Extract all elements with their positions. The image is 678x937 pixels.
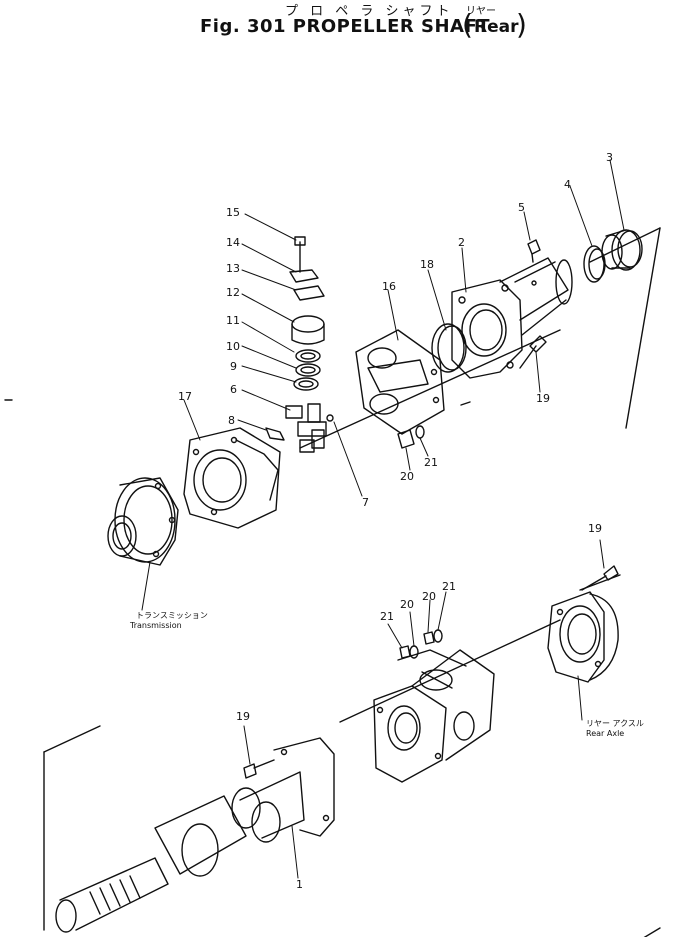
paren-left: ( [462, 8, 473, 41]
callout-20-lower-b: 20 [422, 590, 436, 603]
part-16-flange-yoke [355, 329, 445, 435]
bearing-stack-parts-9-15 [289, 236, 325, 391]
part-6-cross-spider [285, 403, 327, 453]
part-5-grease-fitting [527, 239, 541, 263]
callout-10: 10 [226, 340, 240, 353]
part-4-ring [583, 245, 606, 283]
callout-20-upper: 20 [400, 470, 414, 483]
callout-1: 1 [296, 878, 303, 891]
paren-right: ) [516, 8, 527, 41]
callout-14: 14 [226, 236, 240, 249]
callout-19-right: 19 [588, 522, 602, 535]
callout-7: 7 [362, 496, 369, 509]
reference-labels: トランスミッション Transmission リヤー アクスル Rear Axl… [129, 611, 644, 738]
part-20-21-nuts-lower [399, 629, 443, 659]
rear-axle-label: Rear Axle [586, 729, 624, 738]
title-japanese: プ ロ ペ ラ シャフト [285, 4, 454, 19]
part-19-bolt-upper [519, 335, 547, 369]
callout-16: 16 [382, 280, 396, 293]
callout-4: 4 [564, 178, 571, 191]
transmission-label-jp: トランスミッション [136, 611, 208, 620]
callout-3: 3 [606, 151, 613, 164]
callout-numbers: 15 14 13 12 11 10 9 6 8 7 17 16 18 2 5 4… [178, 151, 613, 891]
callout-12: 12 [226, 286, 240, 299]
part-19-bolt-lower-right [581, 565, 619, 591]
part-7-fitting [326, 414, 334, 422]
title-japanese-sub: リヤー [466, 6, 496, 17]
callout-21-lower-b: 21 [442, 580, 456, 593]
callout-9: 9 [230, 360, 237, 373]
callout-13: 13 [226, 262, 240, 275]
figure-subtitle: Rear [474, 17, 519, 37]
transmission-label: Transmission [129, 621, 182, 630]
callout-15: 15 [226, 206, 240, 219]
callout-11: 11 [226, 314, 240, 327]
part-3-seal-ring [601, 229, 643, 271]
callout-18: 18 [420, 258, 434, 271]
callout-19-upper: 19 [536, 392, 550, 405]
part-8-grease-nipple [265, 427, 285, 441]
part-18-cap [431, 323, 467, 373]
callout-5: 5 [518, 201, 525, 214]
splined-propeller-shaft [55, 795, 247, 933]
part-19-bolt-lower-left [243, 759, 275, 779]
part-1-sleeve-flange [231, 737, 335, 843]
callout-6: 6 [230, 383, 237, 396]
center-yoke-assembly [373, 649, 495, 783]
callout-21-lower-a: 21 [380, 610, 394, 623]
callout-17: 17 [178, 390, 192, 403]
callout-20-lower-a: 20 [400, 598, 414, 611]
rear-axle-flange [547, 591, 619, 683]
callout-19-lower-left: 19 [236, 710, 250, 723]
callout-2: 2 [458, 236, 465, 249]
leader-lines [141, 159, 625, 879]
part-2-sleeve-yoke [451, 257, 573, 379]
part-17-yoke [183, 427, 281, 529]
figure-title: Fig. 301 PROPELLER SHAFT [200, 16, 491, 37]
callout-21-upper: 21 [424, 456, 438, 469]
callout-8: 8 [228, 414, 235, 427]
transmission-output-flange [107, 477, 179, 566]
rear-axle-label-jp: リヤー アクスル [586, 719, 644, 728]
